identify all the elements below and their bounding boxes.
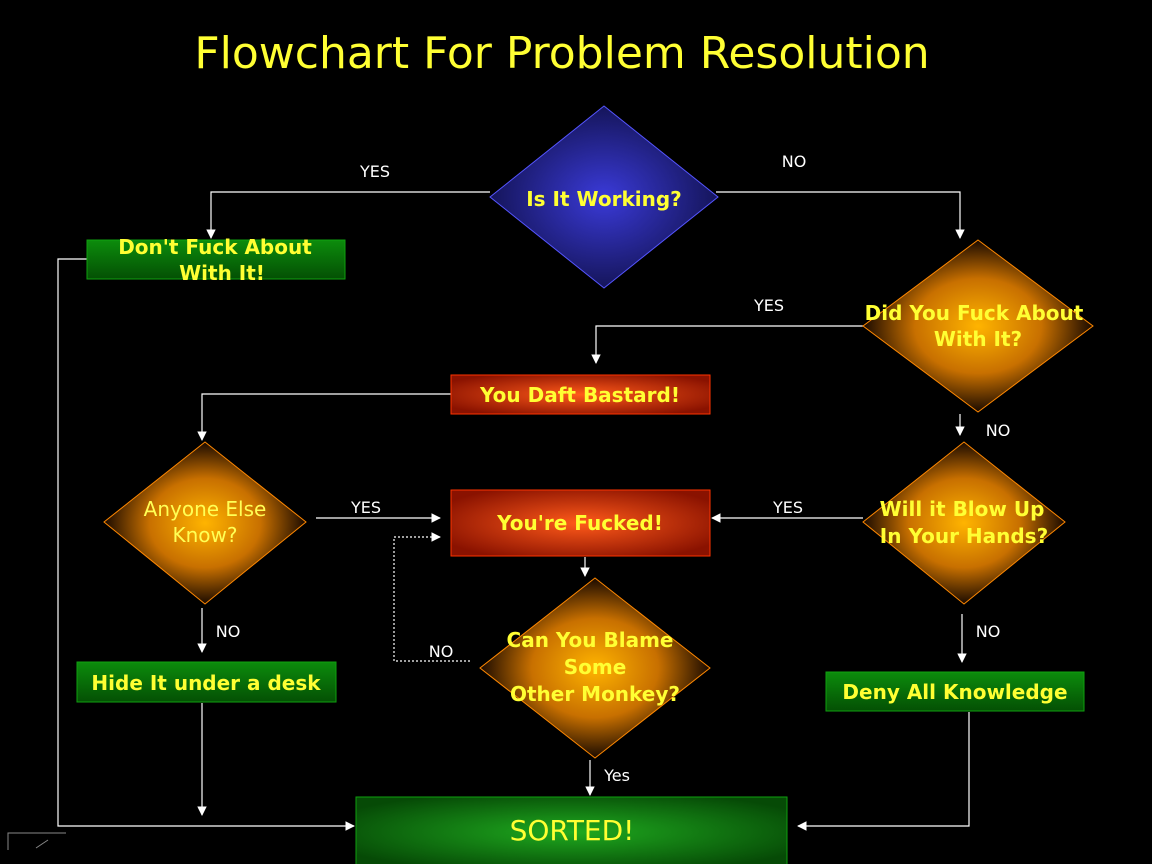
node-will-it-blow-up: Will it Blow Up In Your Hands? (862, 441, 1066, 605)
edge-deny-sorted (797, 712, 970, 831)
node-label-line1: Anyone Else (144, 497, 267, 521)
edge-working-yes (206, 191, 490, 239)
diamond-shape (489, 105, 719, 289)
node-label-line1: Don't Fuck About (118, 235, 312, 259)
corner-line (7, 832, 66, 850)
node-label: You Daft Bastard! (479, 383, 680, 407)
box-shape (76, 661, 337, 703)
node-label-line1: Can You Blame (507, 628, 674, 652)
node-label-line2: Some (564, 655, 627, 679)
edge-label-yes-1: YES (359, 162, 390, 181)
edge-label-yes-3: YES (350, 498, 381, 517)
node-sorted: SORTED! (355, 796, 788, 864)
edge-daft-anyone (197, 393, 451, 441)
node-can-you-blame: Can You Blame Some Other Monkey? (479, 577, 711, 759)
edge-label-no-4: NO (976, 622, 1001, 641)
edge-didfuck-yes (591, 325, 863, 364)
edge-label-yes-4: YES (772, 498, 803, 517)
box-shape (450, 374, 711, 415)
edge-label-no-3: NO (216, 622, 241, 641)
node-label-line2: With It? (934, 327, 1022, 351)
box-shape (825, 671, 1085, 712)
diamond-shape (103, 441, 307, 605)
node-you-daft-bastard: You Daft Bastard! (450, 374, 711, 415)
node-label: Is It Working? (526, 187, 682, 211)
node-dont-fuck-about: Don't Fuck About With It! (86, 235, 346, 285)
node-deny-all-knowledge: Deny All Knowledge (825, 671, 1085, 712)
node-label: Hide It under a desk (91, 671, 321, 695)
edge-label-no-2: NO (986, 421, 1011, 440)
edge-label-yes-2: YES (753, 296, 784, 315)
diamond-shape (862, 441, 1066, 605)
node-label-line1: Will it Blow Up (880, 497, 1045, 521)
edge-working-no (716, 191, 965, 239)
edge-label-yes-5: Yes (603, 766, 630, 785)
edge-dontfuck-sorted (57, 258, 355, 831)
node-label-line2: In Your Hands? (880, 524, 1048, 548)
node-label-line2: Know? (173, 523, 238, 547)
node-label-line1: Did You Fuck About (865, 301, 1084, 325)
node-hide-it: Hide It under a desk (76, 661, 337, 703)
edge-labels: YES NO YES NO YES YES NO NO NO Yes (216, 152, 1011, 785)
page-title: Flowchart For Problem Resolution (194, 28, 929, 79)
box-shape (355, 796, 788, 864)
box-shape (450, 489, 711, 557)
edge-label-no-1: NO (782, 152, 807, 171)
node-did-you-fuck-about: Did You Fuck About With It? (862, 239, 1094, 413)
node-is-it-working: Is It Working? (489, 105, 719, 289)
diamond-shape (862, 239, 1094, 413)
node-anyone-else-know: Anyone Else Know? (103, 441, 307, 605)
diamond-shape (479, 577, 711, 759)
corner-tick (35, 839, 49, 849)
node-label: Deny All Knowledge (842, 680, 1067, 704)
node-label-line2: With It! (179, 261, 265, 285)
node-label: SORTED! (510, 814, 635, 847)
edge-blame-no (393, 532, 470, 662)
edge-label-no-5: NO (429, 642, 454, 661)
corner-mark (7, 832, 66, 850)
box-shape (86, 239, 346, 280)
node-label-line3: Other Monkey? (510, 682, 680, 706)
connectors (57, 191, 970, 831)
node-label: You're Fucked! (496, 511, 663, 535)
node-youre-fucked: You're Fucked! (450, 489, 711, 557)
